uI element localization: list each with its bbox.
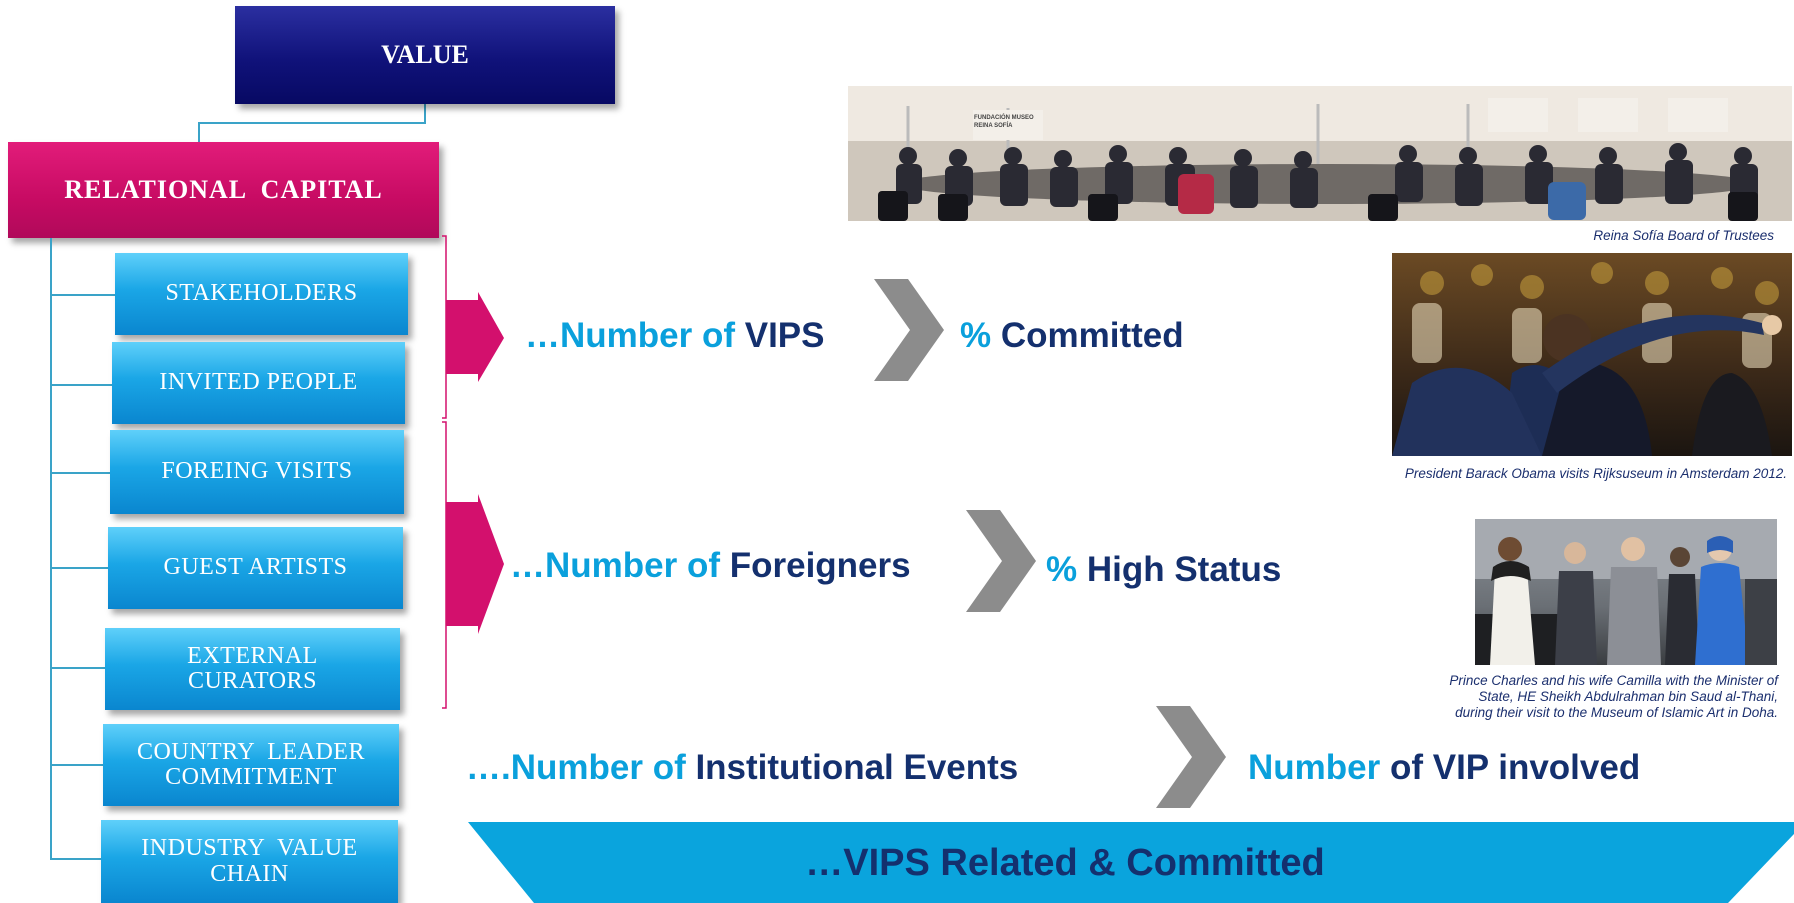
board-meeting-caption: Reina Sofía Board of Trustees [1593, 228, 1774, 243]
connector-line [424, 104, 426, 124]
industry-value-label-line1: INDUSTRY VALUE [141, 835, 358, 862]
metric-row2-left: …Number of Foreigners [510, 546, 911, 586]
lower-bracket [442, 421, 447, 709]
invited-people-label: INVITED PEOPLE [159, 369, 358, 396]
branch-line [50, 667, 106, 669]
prince-charles-caption-line2: State, HE Sheikh Abdulrahman bin Saud al… [1478, 689, 1778, 705]
obama-visit-illustration [1392, 262, 1782, 456]
industry-value-label-line2: CHAIN [210, 860, 289, 887]
invited-people-box: INVITED PEOPLE [112, 342, 405, 424]
guest-artists-label: GUEST ARTISTS [163, 554, 348, 581]
metric-row2-prefix: …Number of [510, 546, 730, 585]
metric-row1-right-prefix: % [960, 316, 1001, 355]
connector-line [198, 122, 200, 142]
metric-row2-main: Foreigners [729, 546, 911, 585]
magenta-arrow-2 [446, 494, 504, 634]
metric-row1-right: % Committed [960, 316, 1184, 356]
branch-line [50, 384, 113, 386]
board-sign-text: FUNDACIÓN MUSEO REINA SOFÍA [974, 115, 1034, 129]
metric-row3-main: Institutional Events [695, 748, 1019, 787]
relational-capital-label: RELATIONAL CAPITAL [64, 175, 383, 205]
external-curators-box: EXTERNAL CURATORS [105, 628, 400, 710]
external-curators-label-line1: EXTERNAL [187, 642, 318, 669]
metric-row1-prefix: …Number of [525, 316, 745, 355]
bracket-arrows [442, 235, 504, 709]
tree-trunk-line [50, 238, 52, 860]
guest-artists-box: GUEST ARTISTS [108, 527, 403, 609]
metric-row3-right-main: of VIP involved [1389, 748, 1641, 787]
metric-row3-prefix: ….Number of [466, 748, 696, 787]
relational-capital-box: RELATIONAL CAPITAL [8, 142, 439, 238]
branch-line [50, 567, 110, 569]
board-meeting-illustration [848, 86, 1792, 221]
prince-charles-illustration [1475, 519, 1777, 665]
metric-row3-left: ….Number of Institutional Events [466, 748, 1018, 788]
branch-line [50, 294, 116, 296]
external-curators-label-line2: CURATORS [188, 668, 317, 694]
metric-row1-main: VIPS [744, 316, 825, 355]
stakeholders-label: STAKEHOLDERS [165, 280, 358, 307]
bottom-banner-text: …VIPS Related & Committed [805, 842, 1325, 884]
prince-charles-caption-line3: during their visit to the Museum of Isla… [1455, 705, 1778, 721]
country-leader-commitment-box: COUNTRY LEADER COMMITMENT [103, 724, 399, 806]
obama-visit-photo [1392, 253, 1792, 456]
foreing-visits-label: FOREING VISITS [161, 458, 353, 485]
bottom-banner-shape [468, 822, 1794, 903]
stakeholders-box: STAKEHOLDERS [115, 253, 408, 335]
connector-line [198, 122, 426, 124]
metric-row1-left: …Number of VIPS [525, 316, 825, 356]
obama-visit-caption: President Barack Obama visits Rijksuseum… [1404, 466, 1787, 481]
value-box: VALUE [235, 6, 615, 104]
magenta-arrow-1 [446, 292, 504, 382]
foreing-visits-box: FOREING VISITS [110, 430, 404, 514]
metric-row2-right-prefix: % [1046, 550, 1087, 589]
metric-row2-right: % High Status [1046, 550, 1281, 590]
metric-row2-right-main: High Status [1086, 550, 1282, 589]
country-leader-label-line2: COMMITMENT [165, 764, 337, 790]
board-meeting-photo: FUNDACIÓN MUSEO REINA SOFÍA [848, 86, 1792, 221]
value-label: VALUE [381, 40, 469, 70]
upper-bracket [442, 235, 447, 419]
prince-charles-photo [1475, 519, 1777, 665]
country-leader-label-line1: COUNTRY LEADER [137, 738, 365, 765]
gray-chevron-3 [1156, 706, 1226, 808]
gray-chevron-1 [874, 279, 944, 381]
metric-row3-right-prefix: Number [1248, 748, 1390, 787]
branch-line [50, 858, 102, 860]
metric-row1-right-main: Committed [1000, 316, 1184, 355]
industry-value-chain-box: INDUSTRY VALUE CHAIN [101, 820, 398, 903]
prince-charles-caption-line1: Prince Charles and his wife Camilla with… [1449, 673, 1778, 688]
branch-line [50, 472, 112, 474]
branch-line [50, 764, 104, 766]
metric-row3-right: Number of VIP involved [1248, 748, 1640, 788]
prince-charles-caption: Prince Charles and his wife Camilla with… [1300, 673, 1778, 722]
gray-chevron-2 [966, 510, 1036, 612]
